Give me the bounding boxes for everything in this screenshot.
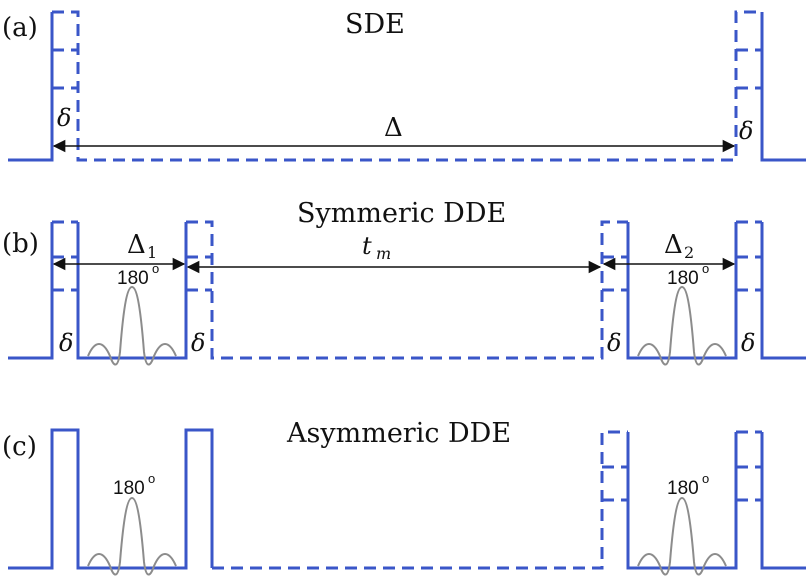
rf-c2-label: 180 bbox=[667, 478, 699, 499]
rf-b1-sup: o bbox=[152, 261, 159, 276]
panel-c: (c) Asymmeric DDE 180 o 180 o bbox=[2, 418, 806, 576]
panel-c-label: (c) bbox=[2, 432, 37, 462]
delta2-symbol: Δ bbox=[664, 230, 683, 260]
ddes-dashed-lines bbox=[52, 220, 762, 360]
rf-pulse-c2 bbox=[637, 496, 727, 576]
delta-label-a-left: δ bbox=[57, 104, 71, 132]
delta2-subscript: 2 bbox=[684, 243, 694, 262]
panel-b-title: Symmeric DDE bbox=[297, 198, 506, 229]
tm-subscript: m bbox=[376, 244, 391, 263]
panel-a-label: (a) bbox=[2, 13, 38, 43]
ddea-solid-lines bbox=[8, 428, 806, 570]
rf-b2-label: 180 bbox=[667, 268, 699, 289]
rf-c1-sup: o bbox=[148, 471, 155, 486]
delta-label-b2: δ bbox=[191, 329, 205, 357]
delta1-symbol: Δ bbox=[127, 230, 146, 260]
rf-pulse-b2 bbox=[637, 285, 727, 366]
panel-b-label: (b) bbox=[2, 229, 39, 259]
rf-c2-sup: o bbox=[702, 471, 709, 486]
delta-label-a-right: δ bbox=[739, 117, 753, 145]
rf-b2-sup: o bbox=[702, 261, 709, 276]
delta-label-b3: δ bbox=[607, 329, 621, 357]
panel-b: (b) Symmeric DDE 180 o 180 o bbox=[2, 198, 806, 366]
rf-b1-label: 180 bbox=[117, 268, 149, 289]
delta-label-b1: δ bbox=[59, 329, 73, 357]
ddea-dashed-lines bbox=[212, 430, 762, 570]
rf-c1-label: 180 bbox=[113, 478, 145, 499]
delta1-subscript: 1 bbox=[147, 243, 157, 262]
tm-symbol: t bbox=[362, 232, 372, 260]
panel-c-title: Asymmeric DDE bbox=[286, 418, 511, 449]
sde-solid-lines bbox=[8, 12, 806, 162]
sde-dashed-lines bbox=[52, 10, 762, 162]
rf-pulse-c1 bbox=[87, 496, 177, 576]
panel-a-title: SDE bbox=[345, 9, 405, 40]
panel-a: (a) SDE Δ δ δ bbox=[2, 9, 806, 162]
rf-pulse-b1 bbox=[87, 285, 177, 366]
delta-label-b4: δ bbox=[741, 329, 755, 357]
big-delta-label: Δ bbox=[384, 113, 403, 143]
